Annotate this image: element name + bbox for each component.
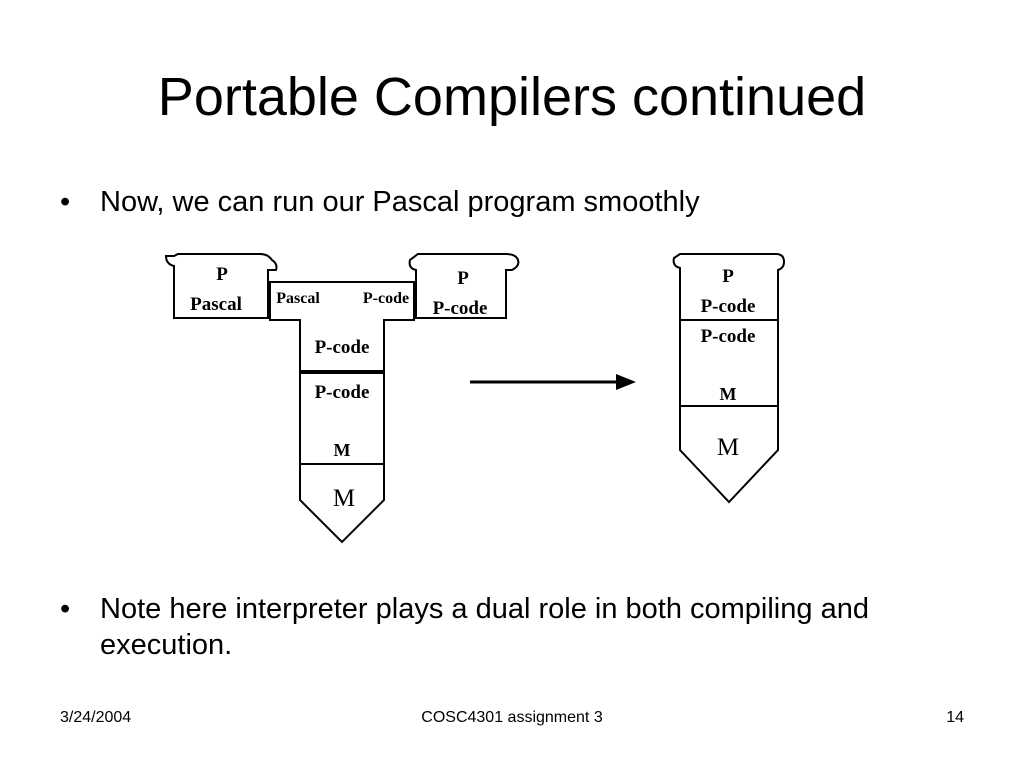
slide-title: Portable Compilers continued — [157, 67, 867, 127]
source-program-name: P — [216, 264, 228, 285]
arrow-icon — [470, 374, 636, 390]
bullet-item-2: • Note here interpreter plays a dual rol… — [60, 591, 960, 663]
footer-page-number: 14 — [946, 709, 964, 726]
bullet-glyph: • — [60, 186, 71, 218]
run-interpreter-impl-label: M — [720, 384, 737, 404]
run-program-name: P — [722, 266, 734, 287]
output-program-language: P-code — [433, 298, 488, 319]
interpreter-impl-label: M — [334, 440, 351, 460]
output-program-shape — [408, 253, 520, 319]
footer-course: COSC4301 assignment 3 — [421, 709, 603, 726]
bullet-item-1: • Now, we can run our Pascal program smo… — [60, 184, 960, 220]
machine-label: M — [333, 485, 355, 512]
source-program-shape — [164, 253, 278, 319]
bullet-glyph: • — [60, 593, 71, 625]
output-program-name: P — [457, 268, 469, 289]
interpreter-source-label: P-code — [315, 382, 370, 403]
bullet-text-1: Now, we can run our Pascal program smoot… — [100, 186, 700, 218]
bullet-text-2: Note here interpreter plays a dual role … — [100, 593, 869, 661]
run-interpreter-source-label: P-code — [701, 326, 756, 347]
compiler-target-label: P-code — [363, 290, 409, 307]
footer-date: 3/24/2004 — [60, 709, 132, 726]
compiler-source-label: Pascal — [276, 290, 320, 307]
tdiagram: P Pascal Pascal P-code P-code P P-code P… — [164, 253, 786, 544]
run-program-shape — [672, 253, 786, 321]
machine-shape — [299, 463, 385, 544]
source-program-language: Pascal — [190, 294, 242, 315]
run-machine-label: M — [717, 434, 739, 461]
run-program-language: P-code — [701, 296, 756, 317]
compiler-impl-label: P-code — [315, 337, 370, 358]
run-machine-shape — [679, 405, 779, 504]
